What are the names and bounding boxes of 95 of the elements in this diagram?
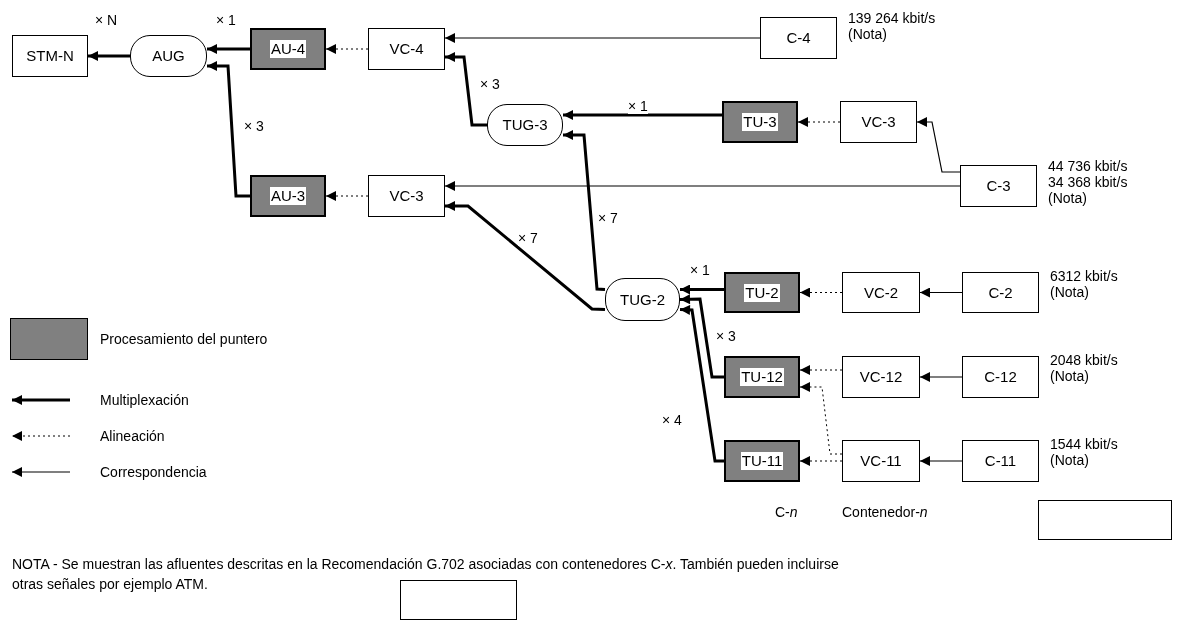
- blank-box: [1038, 500, 1172, 540]
- edge-label: × 3: [480, 76, 500, 92]
- node-label: TUG-3: [502, 116, 548, 134]
- bitrate-note: (Nota): [1050, 452, 1090, 468]
- container-box: [962, 440, 1039, 482]
- node-label: C-4: [786, 29, 811, 47]
- node-label: VC-3: [861, 113, 896, 131]
- bitrate-note: 34 368 kbit/s: [1048, 174, 1128, 190]
- node-label: TUG-2: [620, 290, 665, 309]
- multiplexing-arrow: [680, 284, 724, 295]
- legend-label: Alineación: [100, 428, 165, 444]
- bitrate-note: 6312 kbit/s: [1050, 268, 1118, 284]
- node-label: C-2: [988, 283, 1013, 302]
- mapping-arrow: [919, 456, 963, 466]
- container-box: [842, 356, 920, 398]
- container-box: [962, 356, 1039, 398]
- container-box: [368, 28, 445, 70]
- node-label: VC-2: [863, 283, 899, 302]
- mapping-arrow: [916, 117, 961, 173]
- container-box: [960, 165, 1037, 207]
- edge-label: × 4: [662, 412, 682, 428]
- alignment-arrow: [799, 382, 843, 455]
- pointer-processing-box: [724, 440, 800, 482]
- alignment-arrow: [797, 117, 841, 127]
- multiplexing-arrow: [679, 294, 724, 379]
- bitrate-note: 44 736 kbit/s: [1048, 158, 1128, 174]
- edge-label: × 7: [598, 210, 618, 226]
- container-box: [12, 35, 88, 77]
- container-box: [842, 272, 920, 313]
- bitrate-note: 1544 kbit/s: [1050, 436, 1118, 452]
- bitrate-note: (Nota): [1050, 284, 1090, 300]
- group-box: [487, 104, 563, 146]
- mapping-arrow: [919, 372, 963, 382]
- edge-label: × 1: [690, 262, 710, 278]
- pointer-processing-box: [250, 28, 326, 70]
- node-label: STM-N: [26, 47, 74, 65]
- blank-box: [400, 580, 517, 620]
- node-label: C-12: [984, 368, 1017, 386]
- pointer-processing-box: [250, 175, 326, 217]
- node-label: TU-12: [740, 368, 784, 386]
- multiplexing-arrow: [207, 61, 250, 198]
- node-label: AU-4: [269, 40, 307, 58]
- bitrate-note: (Nota): [1050, 368, 1090, 384]
- node-label: VC-4: [389, 40, 424, 58]
- edge-label: × 3: [244, 118, 264, 134]
- legend-label: Procesamiento del puntero: [100, 331, 268, 347]
- node-label: C-3: [986, 177, 1011, 195]
- node-label: AU-3: [269, 187, 307, 205]
- node-label: TU-2: [744, 283, 780, 302]
- container-box: [760, 17, 837, 59]
- node-label: AUG: [152, 47, 185, 65]
- legend-label: Multiplexación: [100, 392, 189, 408]
- node-label: TU-11: [740, 452, 784, 470]
- pointer-processing-box: [724, 356, 800, 398]
- container-box: [840, 101, 917, 143]
- edge-label: × 3: [716, 328, 736, 344]
- symbol-label: C-n: [775, 504, 798, 520]
- multiplexing-arrow: [679, 304, 724, 463]
- multiplexing-arrow: [563, 110, 722, 120]
- edge-label: × N: [95, 12, 118, 28]
- multiplexing-arrow: [445, 201, 606, 311]
- multiplexing-arrow: [88, 51, 130, 61]
- node-label: VC-3: [389, 187, 424, 205]
- bitrate-note: (Nota): [1048, 190, 1088, 206]
- bitrate-note: 2048 kbit/s: [1050, 352, 1118, 368]
- container-box: [842, 440, 920, 482]
- alignment-arrow: [799, 456, 843, 466]
- legend-label: Correspondencia: [100, 464, 207, 480]
- group-box: [130, 35, 207, 77]
- multiplexing-arrow: [207, 44, 250, 54]
- node-label: C-11: [984, 452, 1017, 470]
- mapping-arrow: [444, 33, 761, 43]
- group-box: [605, 278, 680, 321]
- alignment-arrow: [325, 44, 369, 54]
- footnote: NOTA - Se muestran las afluentes descritas en la Recomendación G.702 asociadas con contenedores C-x. También pueden incluirse otras señales por ejemplo ATM.: [12, 555, 840, 594]
- bitrate-note: (Nota): [848, 26, 888, 42]
- node-label: TU-3: [742, 113, 778, 131]
- symbol-meaning: Contenedor-n: [842, 504, 928, 520]
- pointer-processing-box: [722, 101, 798, 143]
- multiplexing-arrow: [563, 130, 606, 291]
- pointer-processing-box: [724, 272, 800, 313]
- node-label: VC-11: [860, 452, 902, 470]
- container-box: [368, 175, 445, 217]
- edge-label: × 1: [216, 12, 236, 28]
- alignment-arrow: [325, 191, 369, 201]
- alignment-arrow: [799, 365, 843, 375]
- multiplexing-arrow: [445, 52, 487, 127]
- edge-label: × 7: [518, 230, 538, 246]
- container-box: [962, 272, 1039, 313]
- bitrate-note: 139 264 kbit/s: [848, 10, 936, 26]
- node-label: VC-12: [859, 368, 903, 386]
- alignment-arrow: [799, 287, 843, 298]
- edge-label: × 1: [628, 98, 648, 114]
- mapping-arrow: [444, 181, 961, 191]
- mapping-arrow: [919, 287, 963, 298]
